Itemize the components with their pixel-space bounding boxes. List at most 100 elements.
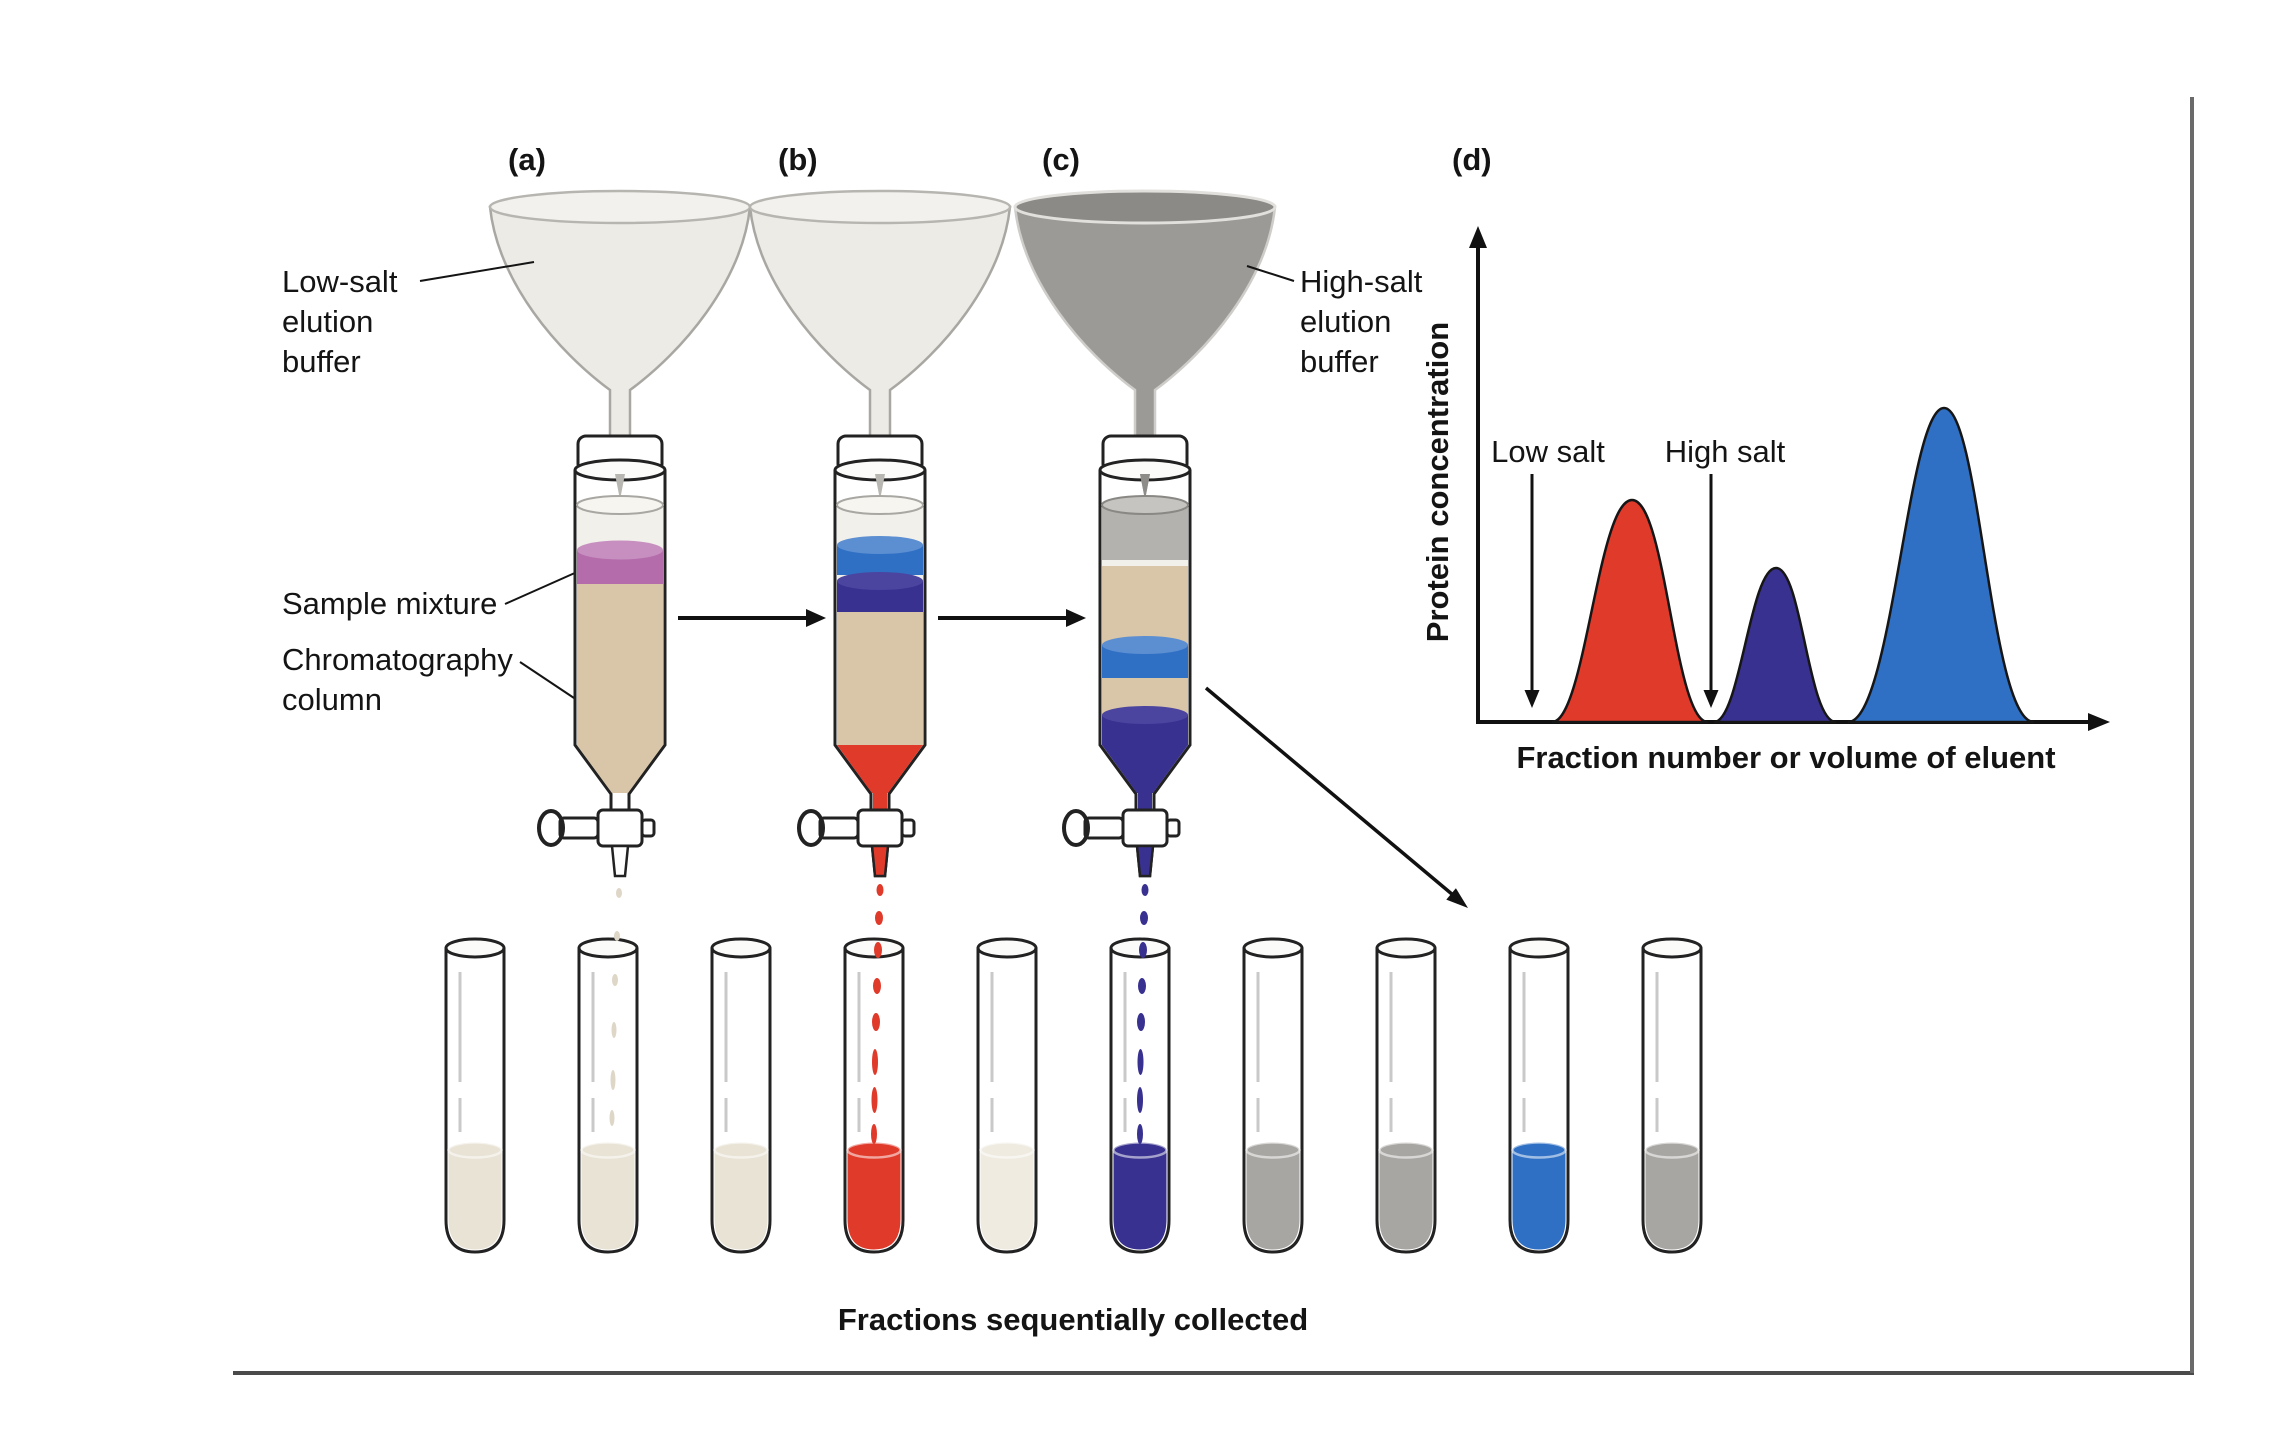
column-c-blue-band-top [1102,636,1188,654]
column-a-faint-drips [609,888,622,1126]
label-chromatography-column: Chromatography column [282,642,578,717]
tube-10-liquid-surface [1644,1141,1700,1159]
label-chromatography-line2: column [282,682,382,717]
tube-2-liquid [581,1150,635,1250]
arrow-b-to-c [938,609,1086,627]
funnel-a-rim [488,189,752,225]
panel-label-d: (d) [1452,142,1492,177]
tube-4-liquid [847,1150,901,1250]
column-b-navy-band-top [837,572,923,590]
chart-peak-red [1551,498,1709,724]
arrow-column-to-fractions [1204,686,1468,908]
fraction-tube-10 [1641,937,1703,1254]
leader-line-low-salt [419,261,535,282]
column-b-buffer-surface [836,495,924,515]
column-c-stopcock [1062,808,1181,878]
tube-5-liquid [980,1150,1034,1250]
arrow-column-to-fractions-shaft [1204,686,1455,897]
column-b-stopcock [797,808,916,878]
column-b-resin-bed [837,612,923,745]
column-c-stem-tip [1140,474,1150,500]
fraction-tube-5 [976,937,1038,1254]
column-b [797,434,927,878]
tube-3-liquid-surface [713,1141,769,1159]
label-high-salt-buffer: High-salt elution buffer [1246,264,1423,379]
tube-2-liquid-surface [580,1141,636,1159]
label-high-salt-line3: buffer [1300,344,1379,379]
tube-1-liquid [448,1150,502,1250]
column-b-red-drips [871,884,884,1144]
tube-7-liquid-surface [1245,1141,1301,1159]
chart-y-axis-arrowhead [1469,226,1487,248]
column-c-gray-buffer-surface [1101,495,1189,515]
funnel-c-rim [1013,189,1277,225]
chart-high-salt-label: High salt [1665,434,1786,469]
panel-label-b: (b) [778,142,818,177]
tube-3-liquid [714,1150,768,1250]
chart-low-salt-label: Low salt [1491,434,1605,469]
label-high-salt-line1: High-salt [1300,264,1423,299]
chart-y-axis-label: Protein concentration [1420,322,1455,642]
column-a [537,434,667,878]
column-c-navy-nozzle [1135,844,1155,878]
panel-label-a: (a) [508,142,546,177]
column-a-buffer-surface [576,495,664,515]
funnel-b-rim [748,189,1012,225]
leader-line-high-salt [1246,265,1295,282]
tube-6-liquid [1113,1150,1167,1250]
tube-8-liquid [1379,1150,1433,1250]
chart-low-salt-arrowhead [1524,690,1540,708]
arrow-column-to-fractions-head [1446,888,1468,908]
column-c [1062,434,1192,878]
funnel-b-bowl [748,205,1012,446]
tube-7-liquid [1246,1150,1300,1250]
chart-peak-navy [1713,566,1837,724]
label-low-salt-buffer: Low-salt elution buffer [282,261,535,379]
tube-1-liquid-surface [447,1141,503,1159]
elution-profile-chart: Protein concentration Fraction number or… [1420,226,2110,775]
column-b-blue-band-top [837,536,923,554]
fraction-tubes-row [444,937,1703,1254]
tube-6-liquid-surface [1112,1141,1168,1159]
column-b-red-eluate-cone [837,745,923,793]
funnel-a-bowl [488,205,752,446]
column-b-red-nozzle [870,844,890,878]
tube-8-liquid-surface [1378,1141,1434,1159]
panel-label-c: (c) [1042,142,1080,177]
label-chromatography-line1: Chromatography [282,642,513,677]
tube-9-liquid [1512,1150,1566,1250]
column-c-navy-eluate-top [1102,706,1188,724]
column-a-stopcock [537,808,656,878]
fraction-tube-2 [577,937,639,1254]
column-a-sample-band-top [577,540,663,560]
arrow-a-to-b [678,609,826,627]
tube-4-liquid-surface [846,1141,902,1159]
fraction-tube-7 [1242,937,1304,1254]
tube-10-liquid [1645,1150,1699,1250]
label-low-salt-line2: elution [282,304,373,339]
chart-x-axis-label: Fraction number or volume of eluent [1516,740,2055,775]
leader-line-sample-mixture [504,567,587,605]
label-low-salt-line3: buffer [282,344,361,379]
column-c-navy-outlet [1138,793,1152,812]
fraction-tube-1 [444,937,506,1254]
funnel-b-low-salt [748,189,1012,446]
fraction-tube-3 [710,937,772,1254]
column-b-red-outlet [873,793,887,812]
tube-5-liquid-surface [979,1141,1035,1159]
funnel-c-high-salt [1013,189,1277,446]
column-c-navy-drips [1137,884,1149,1144]
chart-high-salt-arrowhead [1703,690,1719,708]
arrow-a-to-b-head [806,609,826,627]
figure-caption: Fractions sequentially collected [838,1302,1308,1337]
tube-9-liquid-surface [1511,1141,1567,1159]
column-c-navy-eluate-cone [1102,715,1188,793]
fraction-tube-9 [1508,937,1570,1254]
column-c-band-gap [1102,560,1188,566]
funnel-c-bowl [1013,205,1277,446]
chart-peak-blue [1847,406,2035,724]
label-low-salt-line1: Low-salt [282,264,398,299]
column-a-resin-bed [577,584,663,793]
